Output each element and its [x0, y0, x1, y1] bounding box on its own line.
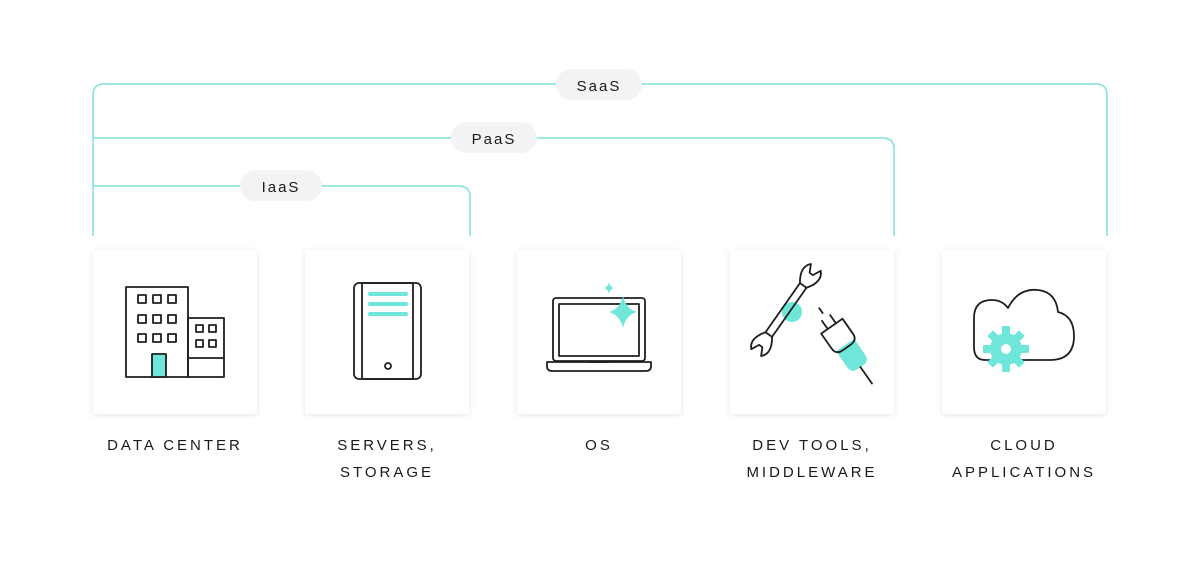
gear-icon [983, 326, 1029, 372]
data-center-card [93, 250, 257, 414]
saas-label: SaaS [577, 78, 622, 95]
iaas-pill: IaaS [240, 170, 322, 201]
iaas-bracket-line [93, 185, 471, 236]
caption-line1: DATA CENTER [107, 437, 243, 454]
paas-bracket-line [93, 137, 895, 236]
paas-label: PaaS [472, 131, 517, 148]
caption-line1: SERVERS, [337, 437, 437, 454]
caption-dev-tools: DEV TOOLS, MIDDLEWARE [712, 432, 912, 486]
building-icon [125, 286, 225, 378]
caption-cloud-applications: CLOUD APPLICATIONS [924, 432, 1124, 486]
os-card [517, 250, 681, 414]
caption-line1: DEV TOOLS, [752, 437, 872, 454]
servers-storage-card [305, 250, 469, 414]
caption-data-center: DATA CENTER [75, 432, 275, 459]
wrench-plug-icon [750, 263, 873, 385]
caption-line2: APPLICATIONS [951, 464, 1097, 481]
caption-line1: OS [585, 437, 613, 454]
caption-line1: CLOUD [990, 437, 1058, 454]
caption-os: OS [499, 432, 699, 459]
caption-line2: MIDDLEWARE [746, 464, 878, 481]
caption-servers-storage: SERVERS, STORAGE [287, 432, 487, 486]
cloud-gear-icon [973, 288, 1075, 372]
iaas-label: IaaS [262, 179, 301, 196]
saas-pill: SaaS [556, 69, 642, 100]
dev-tools-card [730, 250, 894, 414]
caption-line2: STORAGE [339, 464, 435, 481]
laptop-icon [546, 282, 652, 372]
paas-pill: PaaS [451, 122, 537, 153]
cloud-applications-card [942, 250, 1106, 414]
saas-bracket-line [92, 83, 1108, 236]
server-icon [353, 282, 422, 380]
